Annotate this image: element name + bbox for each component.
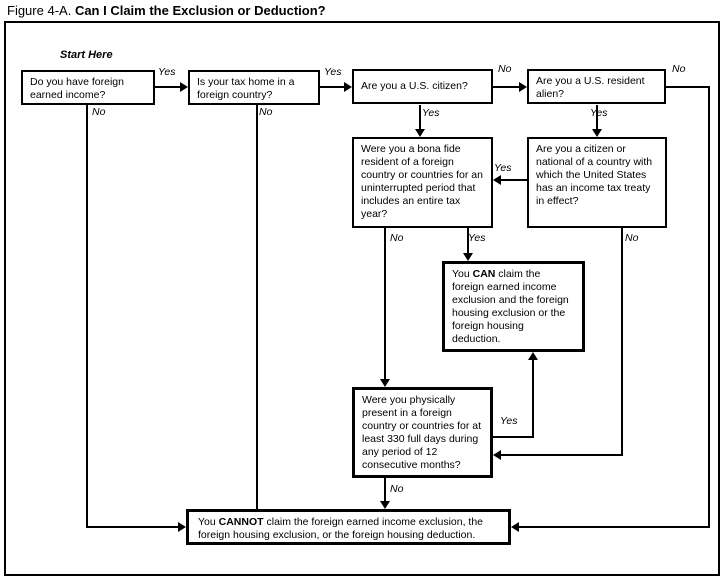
arrowhead-down-icon [380,379,390,387]
edge-label-no: No [390,232,404,244]
edge-label-yes: Yes [422,107,440,119]
edge-tax-treaty-bona-fide-line [501,179,527,181]
edge-tax-home-cannot-line [256,105,258,511]
edge-label-yes: Yes [590,107,608,119]
box-foreign-income: Do you have foreign earned income? [21,70,155,105]
edge-physical-cannot-line [384,478,386,501]
arrowhead-right-icon [519,82,527,92]
flowchart-canvas [4,21,720,576]
edge-label-no: No [672,63,686,75]
arrowhead-left-icon [493,450,501,460]
edge-resident-alien-cannot-line-h1 [666,86,710,88]
can-claim-post: claim the foreign earned income exclusio… [452,268,569,345]
cannot-claim-pre: You [198,516,219,528]
arrowhead-left-icon [511,522,519,532]
start-here-label: Start Here [60,49,113,61]
edge-label-no: No [92,106,106,118]
edge-physical-can-line-h [493,436,534,438]
arrowhead-right-icon [344,82,352,92]
box-can-claim: You CAN claim the foreign earned income … [442,261,585,352]
figure-label: Figure 4-A. [7,3,72,18]
edge-label-yes: Yes [500,415,518,427]
cannot-claim-emphasis: CANNOT [218,516,264,528]
box-tax-home: Is your tax home in a foreign country? [188,70,320,105]
edge-resident-alien-tax-treaty-line [596,105,598,129]
edge-label-no: No [625,232,639,244]
edge-tax-treaty-physical-line-v [621,228,623,456]
figure-title-text: Can I Claim the Exclusion or Deduction? [74,3,326,18]
arrowhead-down-icon [592,129,602,137]
arrowhead-down-icon [380,501,390,509]
edge-label-yes: Yes [468,232,486,244]
edge-us-citizen-resident-alien-line [493,86,520,88]
can-claim-pre: You [452,268,473,280]
box-tax-treaty: Are you a citizen or national of a count… [527,137,667,228]
edge-bona-fide-physical-line [384,228,386,379]
edge-foreign-income-tax-home-line [155,86,181,88]
edge-label-yes: Yes [494,162,512,174]
edge-physical-can-line-v [532,360,534,438]
edge-tax-home-us-citizen-line [320,86,345,88]
edge-us-citizen-bona-fide-line [419,105,421,129]
arrowhead-down-icon [415,129,425,137]
edge-resident-alien-cannot-line-h2 [519,526,710,528]
edge-label-yes: Yes [158,66,176,78]
box-cannot-claim: You CANNOT claim the foreign earned inco… [186,509,511,545]
arrowhead-down-icon [463,253,473,261]
edge-label-no: No [390,483,404,495]
arrowhead-right-icon [178,522,186,532]
arrowhead-left-icon [493,175,501,185]
edge-label-no: No [498,63,512,75]
edge-label-yes: Yes [324,66,342,78]
cannot-claim-post: claim the foreign earned income exclusio… [198,516,484,541]
box-physical-presence: Were you physically present in a foreign… [352,387,493,478]
edge-foreign-income-cannot-line-v [86,105,88,528]
arrowhead-right-icon [180,82,188,92]
can-claim-emphasis: CAN [472,268,496,280]
box-resident-alien: Are you a U.S. resident alien? [527,69,666,104]
arrowhead-up-icon [528,352,538,360]
edge-bona-fide-can-line [467,228,469,253]
figure-title: Figure 4-A. Can I Claim the Exclusion or… [7,3,326,18]
edge-foreign-income-cannot-line-h [86,526,178,528]
edge-tax-treaty-physical-line-h [501,454,623,456]
edge-label-no: No [259,106,273,118]
box-us-citizen: Are you a U.S. citizen? [352,69,493,104]
edge-resident-alien-cannot-line-v [708,86,710,528]
box-bona-fide: Were you a bona fide resident of a forei… [352,137,493,228]
